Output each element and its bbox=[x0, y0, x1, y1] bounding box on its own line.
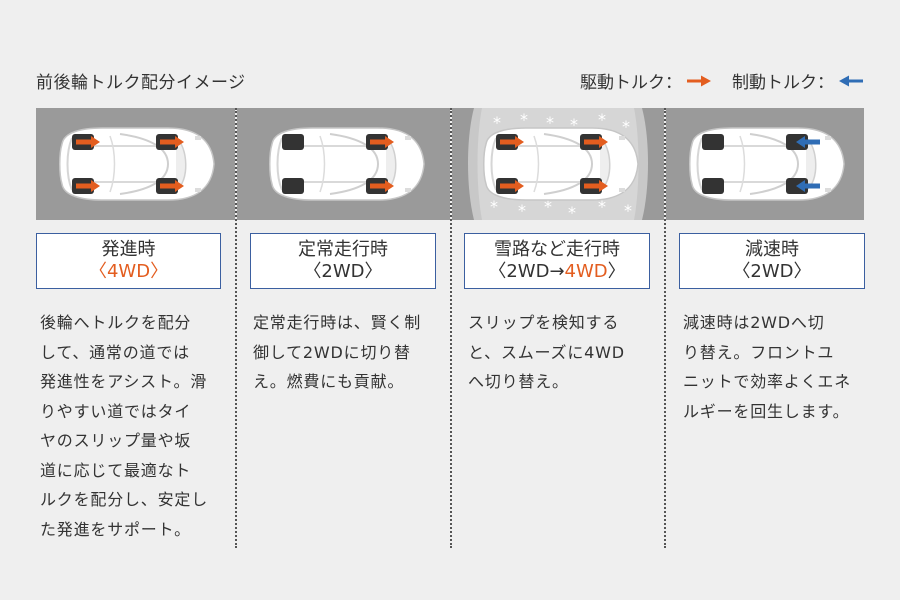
svg-text:*: * bbox=[546, 113, 554, 132]
drive-mode-open: 〈2WD〉 bbox=[303, 261, 383, 282]
description-start: 後輪へトルクを配分 して、通常の道では 発進性をアシスト。滑 りやすい道ではタイ… bbox=[40, 308, 208, 544]
description-line: 定常走行時は、賢く制 bbox=[253, 313, 422, 332]
svg-text:*: * bbox=[598, 197, 606, 216]
column-divider bbox=[450, 108, 452, 548]
road-panel-start bbox=[36, 108, 235, 220]
description-decel: 減速時は2WDへ切 り替え。フロントユ ニットで効率よくエネ ルギーを回生します… bbox=[683, 308, 851, 426]
road-panel-decel bbox=[666, 108, 864, 220]
drive-mode-label: 〈2WD→4WD〉 bbox=[488, 261, 625, 283]
svg-text:*: * bbox=[598, 110, 606, 129]
mode-label-box-decel: 減速時 〈2WD〉 bbox=[679, 233, 865, 289]
scene-title: 減速時 bbox=[745, 239, 799, 260]
svg-text:*: * bbox=[568, 203, 576, 220]
svg-text:*: * bbox=[622, 117, 630, 136]
snowflake-icon: * * * * * * * * * * * * bbox=[490, 110, 632, 220]
svg-text:*: * bbox=[518, 201, 526, 220]
scene-title: 雪路など走行時 bbox=[494, 239, 620, 260]
legend-brake-label: 制動トルク： bbox=[732, 73, 834, 93]
drive-mode-open: 〈2WD→ bbox=[488, 261, 565, 282]
drive-mode-open: 〈2WD〉 bbox=[732, 261, 812, 282]
description-line: り替え。フロントユ bbox=[683, 342, 835, 362]
description-line: ニットで効率よくエネ bbox=[683, 372, 852, 391]
svg-text:*: * bbox=[490, 197, 498, 216]
description-line: 道に応じて最適なト bbox=[40, 460, 192, 480]
drive-mode-highlight: 4WD bbox=[564, 261, 608, 282]
diagram-title: 前後輪トルク配分イメージ bbox=[36, 73, 246, 93]
legend: 駆動トルク： 制動トルク： bbox=[580, 68, 864, 93]
description-line: して、通常の道では bbox=[40, 342, 190, 362]
road-panel-snow: * * * * * * * * * * * * bbox=[452, 108, 664, 220]
description-line: ヤのスリップ量や坂 bbox=[40, 431, 192, 450]
svg-text:*: * bbox=[624, 201, 632, 220]
mode-label-box-snow: 雪路など走行時 〈2WD→4WD〉 bbox=[464, 233, 650, 289]
svg-text:*: * bbox=[520, 110, 528, 129]
description-line: りやすい道ではタイ bbox=[40, 401, 192, 421]
description-line: ルギーを回生します。 bbox=[683, 401, 850, 421]
description-line: え。燃費にも貢献。 bbox=[253, 372, 405, 391]
car-top-view-icon bbox=[482, 127, 639, 201]
description-line: 後輪へトルクを配分 bbox=[40, 313, 192, 332]
svg-text:*: * bbox=[544, 197, 552, 216]
drive-mode-label: 〈2WD〉 bbox=[303, 261, 382, 283]
drive-mode-open: 〈 bbox=[88, 261, 107, 282]
car-top-view-icon bbox=[688, 127, 845, 201]
description-cruise: 定常走行時は、賢く制 御して2WDに切り替 え。燃費にも貢献。 bbox=[253, 308, 421, 397]
scene-title: 発進時 bbox=[101, 239, 156, 260]
description-line: スリップを検知する bbox=[468, 313, 620, 332]
scene-title: 定常走行時 bbox=[298, 239, 388, 260]
mode-label-box-cruise: 定常走行時 〈2WD〉 bbox=[250, 233, 436, 289]
mode-label-box-start: 発進時 〈4WD〉 bbox=[36, 233, 221, 289]
drive-mode-highlight: 4WD bbox=[106, 261, 151, 282]
svg-text:*: * bbox=[570, 115, 578, 134]
description-line: 発進性をアシスト。滑 bbox=[40, 372, 208, 391]
description-line: 御して2WDに切り替 bbox=[253, 342, 411, 362]
car-top-view-icon bbox=[268, 127, 425, 201]
description-line: ルクを配分し、安定し bbox=[40, 490, 209, 509]
description-line: た発進をサポート。 bbox=[40, 519, 191, 539]
column-divider bbox=[664, 108, 666, 548]
description-line: 減速時は2WDへ切 bbox=[683, 313, 825, 332]
description-line: へ切り替え。 bbox=[468, 372, 569, 391]
car-top-view-icon bbox=[58, 127, 215, 201]
left-arrow-icon bbox=[839, 75, 863, 86]
legend-drive-label: 駆動トルク： bbox=[580, 73, 682, 93]
description-snow: スリップを検知する と、スムーズに4WD へ切り替え。 bbox=[468, 308, 625, 397]
legend-brake-torque: 制動トルク： bbox=[732, 68, 864, 93]
column-divider bbox=[235, 108, 237, 548]
drive-mode-close: 〉 bbox=[150, 261, 169, 282]
road-panel-cruise bbox=[237, 108, 450, 220]
svg-text:*: * bbox=[493, 113, 501, 132]
description-line: と、スムーズに4WD bbox=[468, 342, 625, 362]
drive-mode-close: 〉 bbox=[607, 261, 626, 282]
drive-mode-label: 〈4WD〉 bbox=[89, 261, 168, 283]
drive-mode-label: 〈2WD〉 bbox=[732, 261, 811, 283]
right-arrow-icon bbox=[687, 75, 711, 86]
legend-drive-torque: 駆動トルク： bbox=[580, 68, 712, 93]
